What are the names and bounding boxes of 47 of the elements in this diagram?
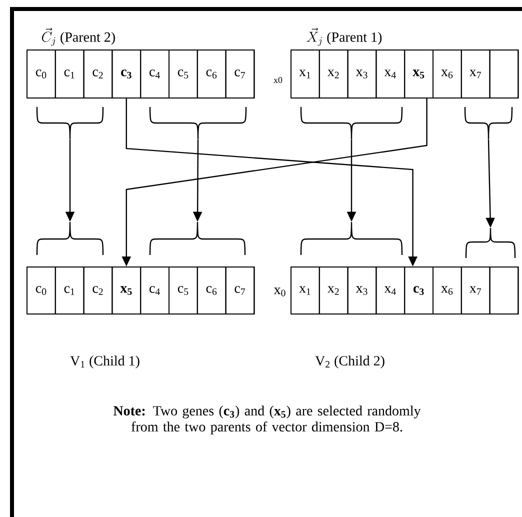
vector-cell: x$_{7}$ [460,266,490,314]
vector-cell: x$_{1}$ [290,50,320,98]
vector-cell: x$_{4}$ [376,50,406,98]
vector-cell: c$_{2}$ [83,266,113,314]
index-label: x0 [274,76,282,84]
vector-cell: c$_{1}$ [54,50,84,98]
vector-cell: c$_{3}$ [404,266,434,314]
vector-cell: c$_{0}$ [26,50,56,98]
vector-cell: c$_{1}$ [54,266,84,314]
vector-cell: x$_{5}$ [404,50,434,98]
vector-label: V$_{2}$ (Child 2) [315,356,384,368]
vector-cell [489,50,519,98]
brace [149,107,247,140]
vector-cell: x$_{2}$ [318,266,348,314]
brace [464,107,513,140]
vector-cell: c$_{5}$ [168,266,198,314]
vector-cell: c$_{7}$ [225,266,255,314]
vector-label: $\vec{C}_{j}$ (Parent 2) [42,28,115,46]
vector-cell: x$_{2}$ [318,50,348,98]
vector-cell: c$_{3}$ [112,50,142,98]
vector-cell: x$_{3}$ [347,50,377,98]
brace [465,227,516,258]
brace [300,107,403,140]
vector-cell: c$_{5}$ [168,50,198,98]
vector-cell: x$_{4}$ [376,266,406,314]
brace [300,221,403,255]
vector-cell: x$_{3}$ [347,266,377,314]
brace [149,221,246,255]
vector-cell: c$_{6}$ [196,50,226,98]
vector-label: V$_{1}$ (Child 1) [70,356,140,368]
vector-cell: x$_{7}$ [460,50,490,98]
vector-cell: x$_{1}$ [290,266,320,314]
note-text: Note: Two genes (c$_{3}$) and (x$_{5}$) are selected randomly from the two parents of vector dimension D=8. [113,406,421,434]
vector-cell: c$_{4}$ [140,266,170,314]
vector-cell: x$_{5}$ [112,266,142,314]
index-label: x$_{0}$ [274,288,286,296]
vector-cell [489,266,519,314]
vector-cell: c$_{0}$ [26,266,56,314]
brace [36,107,104,140]
vector-cell: x$_{6}$ [432,266,462,314]
vector-cell: x$_{6}$ [432,50,462,98]
vector-cell: c$_{7}$ [225,50,255,98]
brace [36,221,104,255]
vector-cell: c$_{4}$ [140,50,170,98]
vector-label: $\vec{X}_{j}$ (Parent 1) [306,28,382,46]
vector-cell: c$_{2}$ [83,50,113,98]
vector-cell: c$_{6}$ [196,266,226,314]
